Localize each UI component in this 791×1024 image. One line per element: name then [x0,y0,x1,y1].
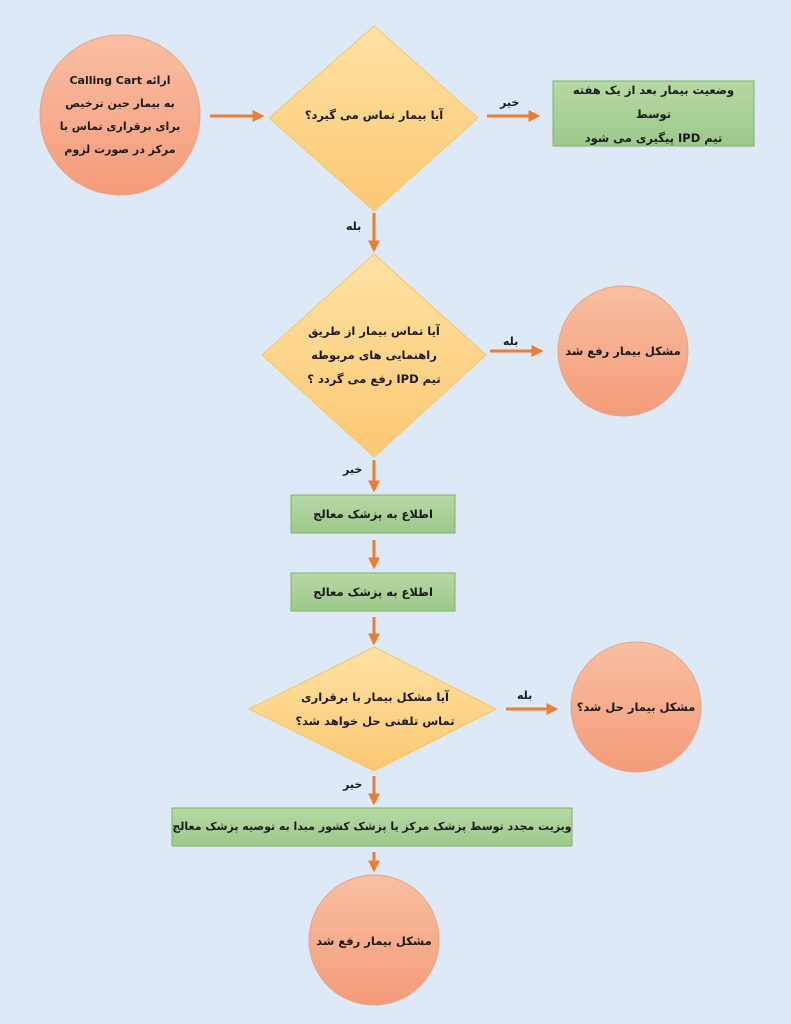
decision-resolved-text: آیا تماس بیمار از طریق راهنمایی های مربو… [307,324,441,386]
notify-box-2-shape [290,572,456,612]
resolved-circle-2-text: مشکل بیمار رفع شد [316,934,432,948]
resolved-circle-1-shape [557,285,689,417]
edge-label-resolved-no: خیر [343,463,363,476]
notify-box-1-text: اطلاع به پزشک معالج [313,507,433,521]
followup-box-text: وضعیت بیمار بعد از یک هفته توسط تیم IPD … [572,82,735,145]
decision-contact-text: آیا بیمار تماس می گیرد؟ [304,108,444,122]
edge-label-phone-yes: بله [517,689,533,702]
decision-phone-shape [247,646,498,772]
start-circle-shape [39,34,201,196]
revisit-box-text: ویزیت مجدد توسط پزشک مرکز یا پزشک کشور م… [172,820,572,833]
edge-label-phone-no: خیر [343,778,363,791]
decision-phone-text: آیا مشکل بیمار با برقراری تماس تلفنی حل … [295,690,455,728]
edge-label-contact-yes: بله [346,220,362,233]
edge-label-resolved-yes: بله [503,335,519,348]
revisit-box-shape [171,807,573,847]
solved-circle-shape [570,641,702,773]
decision-resolved-shape [261,253,487,458]
start-circle-text: ارائه Calling Cart به بیمار حین ترخیص بر… [59,74,181,156]
edge-label-contact-no: خیر [500,96,520,109]
notify-box-2-text: اطلاع به پزشک معالج [313,585,433,599]
solved-circle-text: مشکل بیمار حل شد؟ [576,700,696,714]
resolved-circle-1-text: مشکل بیمار رفع شد [565,344,681,358]
decision-contact-shape [268,25,479,212]
followup-box-shape [552,80,755,147]
resolved-circle-2-shape [308,874,440,1006]
notify-box-1-shape [290,494,456,534]
